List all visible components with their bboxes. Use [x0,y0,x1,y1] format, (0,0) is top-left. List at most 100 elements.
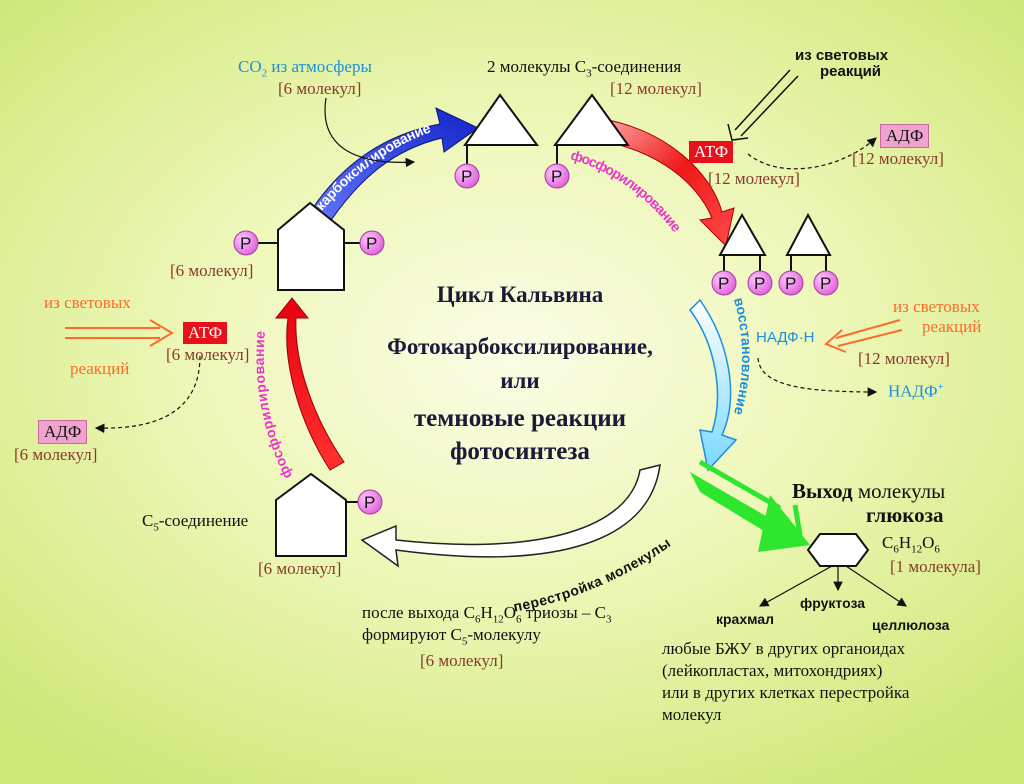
p-circle [747,270,773,296]
p-label: P [551,167,562,186]
co2-label-rest: из атмосферы [267,57,372,76]
adp-left-arrow [94,355,201,434]
nadph-count: [12 молекул] [858,349,950,368]
reduction-label-text: восстановление [731,296,755,417]
glucose-formula: C6H12O6 [882,534,940,556]
c3-label: 2 молекулы C3-соединения [487,58,681,80]
reduction-label: восстановление [731,296,755,417]
p-circle [357,489,383,515]
after-exit-line2: формируют C5-молекулу [362,626,541,648]
c5-label-sub: 5 [153,521,159,534]
adp-top-arrow [747,137,877,170]
light-top-label: из световых реакций [795,48,888,80]
atp-left-count: [6 молекул] [166,345,250,364]
ae-o: O [503,603,517,622]
co2-arrow [324,97,416,168]
gf-h: H [898,533,912,552]
p-circle [233,230,259,256]
p-label: P [366,234,377,253]
nadp-label-main: НАДФ [888,381,938,401]
ae-line2-pre: формируют C [362,625,462,644]
c3-triangle-2 [553,93,630,146]
adp-top-badge: АДФ [880,124,930,148]
subtitle-line3: темновые реакции [413,405,627,432]
subtitle-line1: Фотокарбоксилирование, [387,334,653,359]
p-circle [778,270,804,296]
rearrangement-arrow [360,464,661,568]
gf-s3: 6 [934,543,940,556]
p-label: P [364,493,375,512]
nadp-label-sup: + [937,381,944,393]
nadp-label: НАДФ+ [888,381,944,401]
cycle-title: Цикл Кальвина [436,282,604,307]
light-top-line2: реакций [820,62,882,80]
glucose-hexagon [806,533,870,567]
ae-s2: 12 [492,613,504,626]
light-right-arrow [824,319,903,353]
gf-s2: 12 [911,543,923,556]
atp-top-count: [12 молекул] [708,169,800,188]
other-usage-line4: молекул [662,705,722,724]
ae-line2-post: -молекулу [467,625,541,644]
subtitle-line2: или [500,368,540,393]
other-usage-line1: любые БЖУ в других органоидах [662,639,906,658]
glucose-heading-bold: Выход [792,479,853,503]
c3-label-sub: 3 [586,67,592,80]
adp-top-count: [12 молекул] [852,149,944,168]
p-label: P [820,274,831,293]
glucose-count: [1 молекула] [890,557,981,576]
subtitle-line4: фотосинтеза [450,438,590,465]
after-exit-count: [6 молекул] [420,651,504,670]
c3-triangle-1 [463,93,539,146]
ae-s4: 3 [605,613,612,626]
c3-label-pre: 2 молекулы C [487,57,587,76]
p-circle [359,230,385,256]
phosphorylation-left-arrow [274,297,345,471]
c5-label-post: -соединение [158,511,249,530]
co2-count: [6 молекул] [278,79,362,98]
ae-s5: 5 [461,635,468,648]
co2-label-main: CO [238,57,262,76]
glucose-heading: Выход молекулы [792,480,945,502]
product-starch: крахмал [716,611,774,627]
c3-count: [12 молекул] [610,79,702,98]
c5-label-pre: C [142,511,154,530]
p-label: P [461,167,472,186]
ae-s1: 6 [474,613,481,626]
co2-label: CO2 из атмосферы [238,58,372,80]
glucose-heading-rest: молекулы [852,479,946,503]
other-usage-line3: или в других клетках перестройка [662,683,910,702]
gf-s1: 6 [893,543,899,556]
c3-label-post: -соединения [591,57,682,76]
ae-h: H [480,603,493,622]
p-label: P [240,234,251,253]
ae-pre: после выхода C [362,603,475,622]
nadp-arrow [757,357,878,397]
light-right-line1: из световых [893,297,980,316]
left-block-count: [6 молекул] [170,261,254,280]
glucose-exit-arrow [690,459,810,552]
p-circle [711,270,737,296]
p-circles: P P P P P P P P P [233,163,839,515]
p-circle [813,270,839,296]
c5-count: [6 молекул] [258,559,342,578]
ae-post: триозы – C [521,603,606,622]
after-exit-line1: после выхода C6H12O6 триозы – C3 [362,604,611,626]
p-label: P [785,274,796,293]
p-circle [544,163,570,189]
p-label: P [718,274,729,293]
glucose-name: глюкоза [866,503,944,527]
light-left-line2: реакций [70,359,130,378]
atp-left-badge: АТФ [183,322,228,344]
ae-s3: 6 [516,613,522,626]
adp-left-badge: АДФ [38,420,88,444]
light-top-line1: из световых [795,47,889,64]
light-left-line1: из световых [44,293,131,312]
light-left-arrow [65,319,174,347]
atp-top-badge: АТФ [689,141,734,163]
adp-left-count: [6 молекул] [14,445,98,464]
gf-c: C [882,533,894,552]
product-fructose: фруктоза [800,595,866,611]
p-label: P [754,274,765,293]
